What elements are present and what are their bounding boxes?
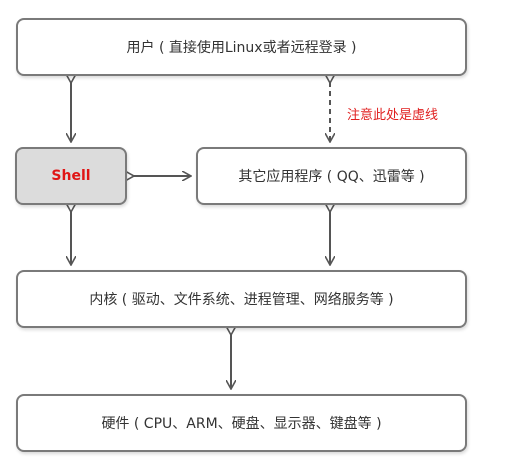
shell-box: Shell <box>15 147 127 205</box>
users-label: 用户 ( 直接使用Linux或者远程登录 ) <box>126 40 357 56</box>
kernel-box: 内核 ( 驱动、文件系统、进程管理、网络服务等 ) <box>16 270 467 328</box>
dashed-line-note: 注意此处是虚线 <box>347 108 439 123</box>
users-box: 用户 ( 直接使用Linux或者远程登录 ) <box>16 18 467 76</box>
kernel-label: 内核 ( 驱动、文件系统、进程管理、网络服务等 ) <box>89 292 394 308</box>
hardware-box: 硬件 ( CPU、ARM、硬盘、显示器、键盘等 ) <box>16 394 467 452</box>
hardware-label: 硬件 ( CPU、ARM、硬盘、显示器、键盘等 ) <box>101 416 382 432</box>
shell-label: Shell <box>51 168 91 184</box>
apps-box: 其它应用程序 ( QQ、迅雷等 ) <box>196 147 467 205</box>
apps-label: 其它应用程序 ( QQ、迅雷等 ) <box>238 169 425 185</box>
